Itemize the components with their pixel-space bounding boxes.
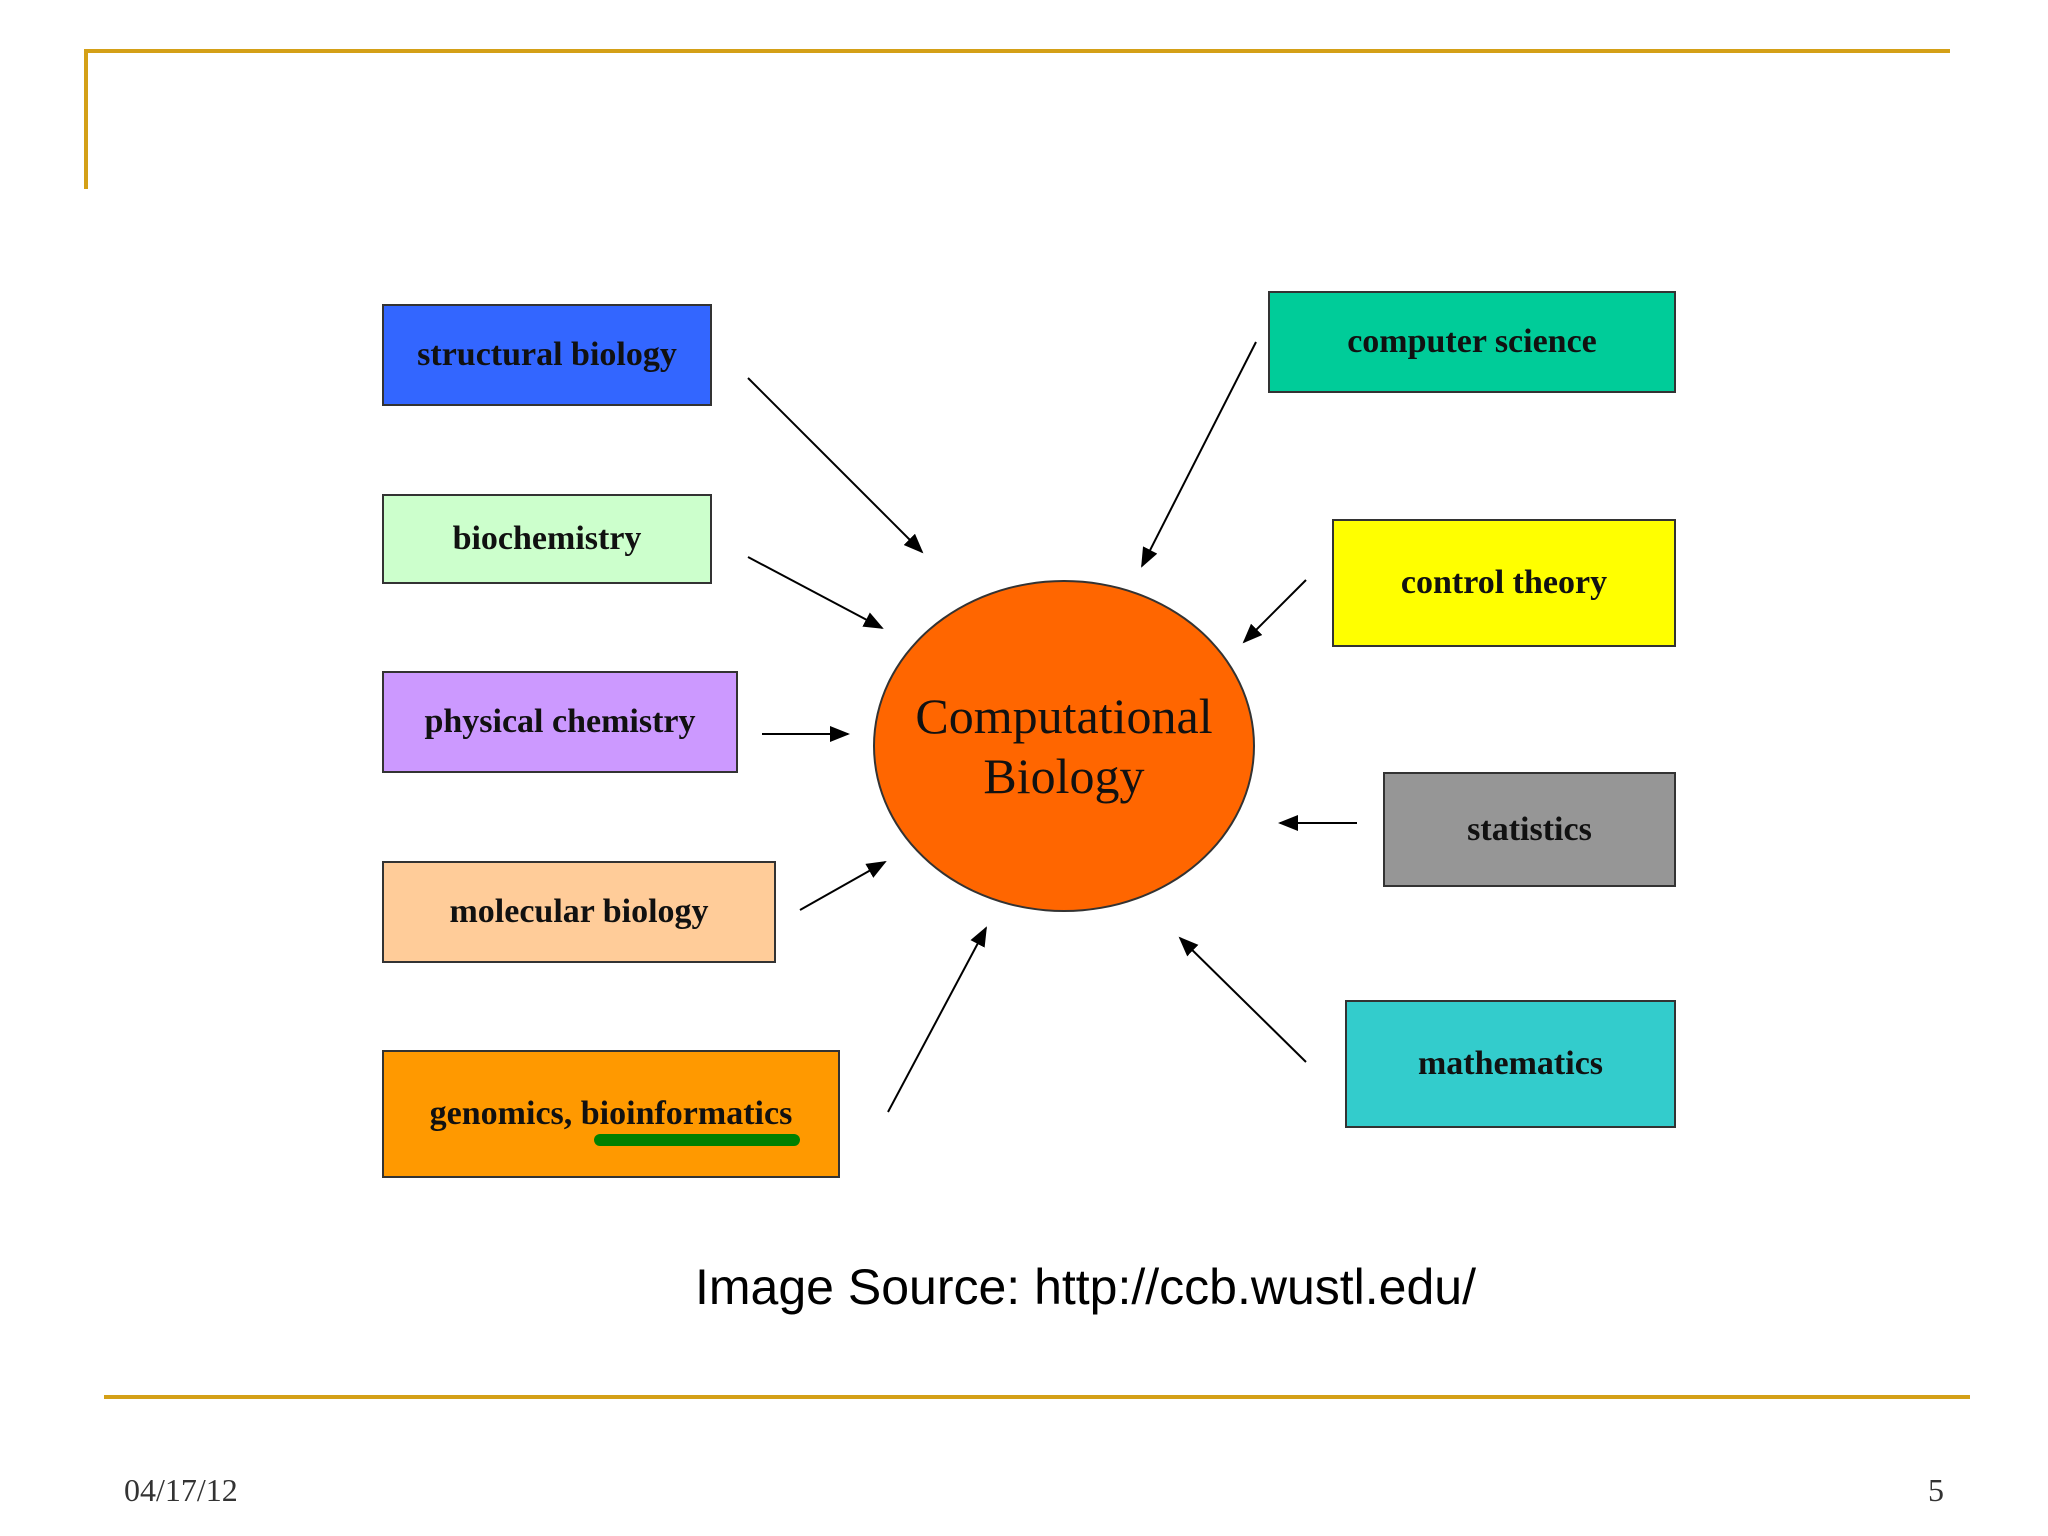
center-node-computational-biology: Computational Biology [873, 580, 1255, 912]
node-physical-chemistry: physical chemistry [382, 671, 738, 773]
arrow-structural-biology [747, 377, 924, 554]
node-label: statistics [1467, 810, 1592, 848]
node-molecular-biology: molecular biology [382, 861, 776, 963]
center-node-label: Computational Biology [915, 688, 1213, 804]
node-label: molecular biology [449, 893, 709, 930]
arrow-computer-science [1141, 341, 1257, 568]
node-label: computer science [1347, 323, 1597, 360]
node-statistics: statistics [1383, 772, 1676, 887]
page-number: 5 [1928, 1472, 1944, 1508]
node-genomics-bioinformatics: genomics, bioinformatics [382, 1050, 840, 1178]
arrow-genomics-bioinformatics [887, 926, 987, 1113]
node-biochemistry: biochemistry [382, 494, 712, 584]
arrow-mathematics [1178, 936, 1307, 1063]
node-label: physical chemistry [424, 703, 696, 740]
arrow-control-theory [1242, 579, 1307, 644]
node-label: genomics, bioinformatics [429, 1095, 793, 1132]
node-label: biochemistry [452, 520, 642, 557]
bioinformatics-underline [594, 1134, 800, 1146]
bottom-border-rule [104, 1395, 1970, 1399]
node-label: structural biology [417, 336, 677, 373]
arrow-molecular-biology [799, 861, 887, 911]
image-source-caption: Image Source: http://ccb.wustl.edu/ [695, 1259, 1476, 1315]
node-control-theory: control theory [1332, 519, 1676, 647]
node-label: control theory [1400, 564, 1608, 601]
node-mathematics: mathematics [1345, 1000, 1676, 1128]
left-border-rule [84, 49, 88, 189]
top-border-rule [84, 49, 1950, 53]
footer-date: 04/17/12 [124, 1472, 238, 1508]
node-structural-biology: structural biology [382, 304, 712, 406]
arrow-biochemistry [747, 556, 884, 629]
node-computer-science: computer science [1268, 291, 1676, 393]
node-label: mathematics [1417, 1045, 1604, 1082]
